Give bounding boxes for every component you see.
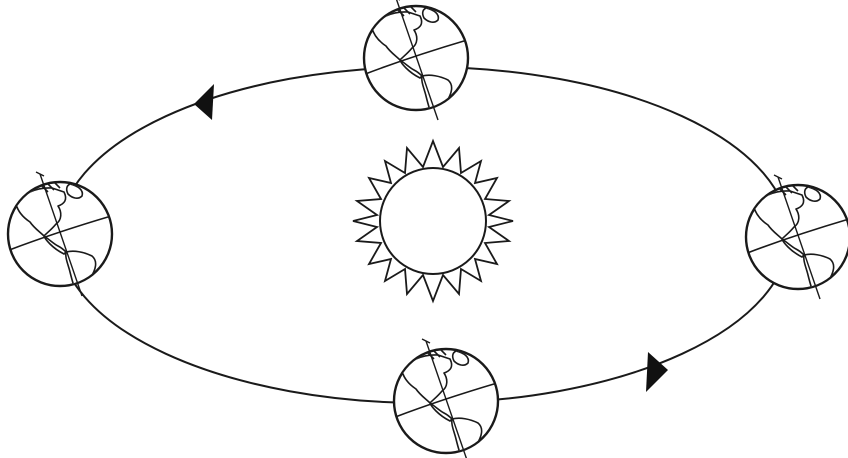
orbit-direction-arrow-bottom bbox=[646, 352, 668, 392]
earth-right-icon bbox=[742, 175, 848, 299]
earth-bottom-icon bbox=[390, 339, 504, 458]
earth-top-icon bbox=[360, 0, 474, 120]
earth-left-icon bbox=[4, 172, 118, 296]
sun-icon bbox=[353, 141, 513, 301]
orbit-direction-arrow-top bbox=[194, 84, 214, 120]
